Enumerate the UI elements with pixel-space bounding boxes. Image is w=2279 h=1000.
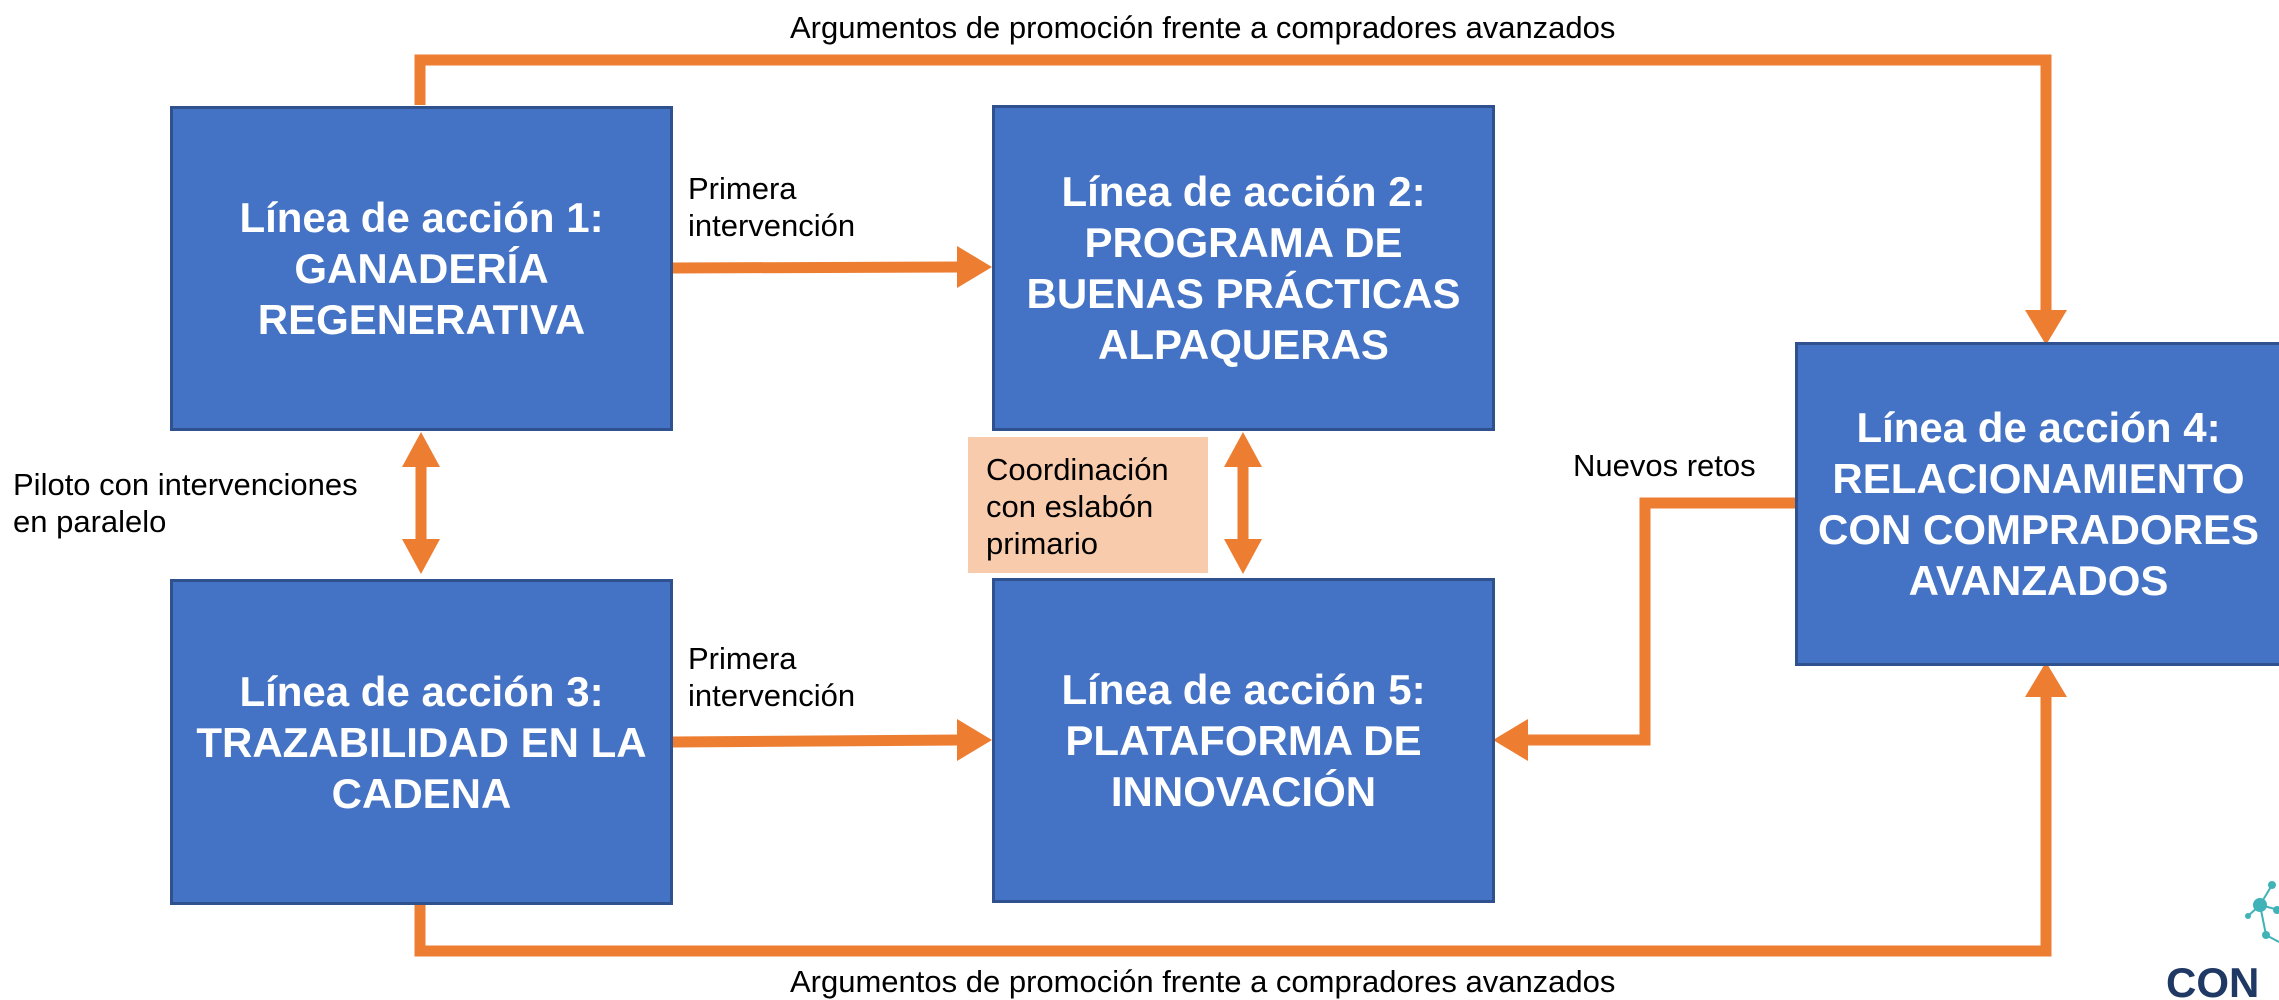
arrowhead-2-to-5-up (1224, 432, 1262, 467)
box-3-line-1: Línea de acción 3: (239, 667, 604, 715)
arrow-paths (414, 54, 2052, 957)
first-intervention-bottom-label: Primera intervención (688, 640, 855, 714)
logo-node-main (2253, 898, 2267, 912)
arrowhead-top-promotion (2025, 310, 2067, 345)
arrow-3-to-5 (672, 734, 961, 748)
arrow-1-to-2 (672, 261, 961, 274)
action-line-4-box: Línea de acción 4: RELACIONAMIENTO CON C… (1795, 342, 2279, 666)
first-intervention-bottom-line-1: Primera (688, 641, 797, 676)
arrow-heads (402, 246, 2067, 761)
box-1-line-3: REGENERATIVA (257, 296, 586, 343)
arrowhead-1-to-3-down (402, 539, 440, 574)
box-1-line-1: Línea de acción 1: (239, 194, 604, 241)
box-4-line-4: AVANZADOS (1908, 557, 2169, 604)
first-intervention-bottom-line-2: intervención (688, 678, 856, 713)
arrowhead-bottom-promotion (2025, 662, 2067, 697)
action-line-3-box: Línea de acción 3: TRAZABILIDAD EN LA CA… (170, 579, 673, 905)
first-intervention-top-line-2: intervención (688, 208, 856, 243)
first-intervention-top-label: Primera intervención (688, 170, 855, 244)
arrowhead-1-to-3-up (402, 432, 440, 467)
box-3-line-3: CADENA (331, 769, 512, 817)
logo-node-right (2273, 906, 2279, 914)
pilot-line-1: Piloto con intervenciones (13, 467, 358, 502)
pilot-line-2: en paralelo (13, 504, 167, 539)
new-challenges-arrow (1525, 497, 1795, 746)
arrowhead-3-to-5 (957, 719, 992, 761)
logo-node-bottom (2262, 931, 2270, 939)
box-1-line-2: GANADERÍA (294, 245, 549, 292)
bottom-promotion-arrow (414, 693, 2052, 957)
corner-logo: CON (2160, 880, 2279, 1000)
box-5-line-1: Línea de acción 5: (1061, 666, 1426, 713)
box-4-line-2: RELACIONAMIENTO (1832, 455, 2245, 502)
note-line-1: Coordinación (986, 452, 1169, 487)
pilot-label: Piloto con intervenciones en paralelo (13, 466, 358, 540)
box-2-line-3: BUENAS PRÁCTICAS (1026, 270, 1461, 317)
box-2-line-4: ALPAQUERAS (1098, 321, 1389, 368)
bottom-promotion-label: Argumentos de promoción frente a comprad… (790, 964, 1616, 999)
box-4-line-1: Línea de acción 4: (1856, 404, 2221, 451)
new-challenges-label: Nuevos retos (1573, 448, 1756, 483)
arrowhead-2-to-5-down (1224, 539, 1262, 574)
action-line-2-box: Línea de acción 2: PROGRAMA DE BUENAS PR… (992, 105, 1495, 431)
logo-node-top (2268, 881, 2276, 889)
first-intervention-top-line-1: Primera (688, 171, 797, 206)
box-5-line-3: INNOVACIÓN (1110, 768, 1377, 815)
arrowhead-new-challenges (1493, 719, 1528, 761)
box-5-line-2: PLATAFORMA DE (1065, 717, 1422, 764)
top-promotion-label: Argumentos de promoción frente a comprad… (790, 10, 1616, 45)
box-2-line-2: PROGRAMA DE (1084, 219, 1403, 266)
network-logo-icon: CON (2166, 881, 2279, 1000)
box-3-line-2: TRAZABILIDAD EN LA (196, 718, 647, 766)
logo-node-left (2245, 913, 2251, 919)
action-line-5-box: Línea de acción 5: PLATAFORMA DE INNOVAC… (992, 578, 1495, 903)
box-2-line-1: Línea de acción 2: (1061, 168, 1426, 215)
action-line-1-box: Línea de acción 1: GANADERÍA REGENERATIV… (170, 106, 673, 431)
coordination-note: Coordinación con eslabón primario (968, 437, 1208, 573)
arrowhead-1-to-2 (957, 246, 992, 288)
top-promotion-arrow (414, 54, 2052, 312)
note-line-2: con eslabón (986, 489, 1154, 524)
box-4-line-3: CON COMPRADORES (1817, 506, 2260, 553)
logo-text: CON (2166, 959, 2259, 1000)
note-line-3: primario (986, 526, 1098, 561)
